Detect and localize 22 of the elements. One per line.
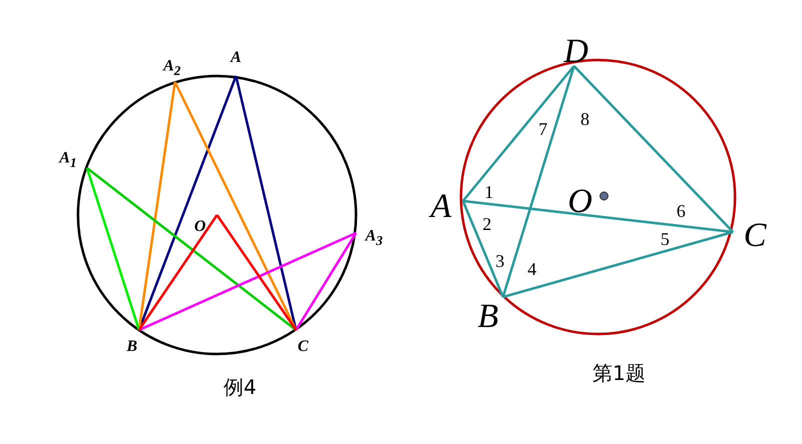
point-label: A	[230, 50, 242, 66]
point-label: A$_{3}$	[365, 228, 383, 248]
angle-number: 1	[484, 183, 494, 201]
angle-number: 2	[482, 215, 492, 233]
angle-number: 3	[496, 252, 504, 270]
point-label: A$_{1}$	[59, 150, 77, 170]
point-label: D	[564, 35, 588, 69]
angle-number: 8	[580, 110, 590, 128]
point-label: B	[478, 300, 498, 334]
angle-number: 4	[528, 260, 536, 278]
figure-caption: 第1题	[592, 363, 646, 383]
figure-caption: 例4	[224, 377, 256, 397]
point-label: B	[126, 339, 138, 355]
point-label: A$_{2}$	[163, 58, 181, 78]
point-label: O	[568, 185, 592, 219]
angle-number: 5	[660, 230, 670, 248]
point-label: C	[744, 219, 766, 253]
point-label: A	[430, 190, 452, 224]
point-label: O	[194, 219, 206, 235]
angle-number: 7	[538, 120, 548, 138]
point-label: C	[298, 339, 308, 355]
angle-number: 6	[676, 202, 686, 220]
